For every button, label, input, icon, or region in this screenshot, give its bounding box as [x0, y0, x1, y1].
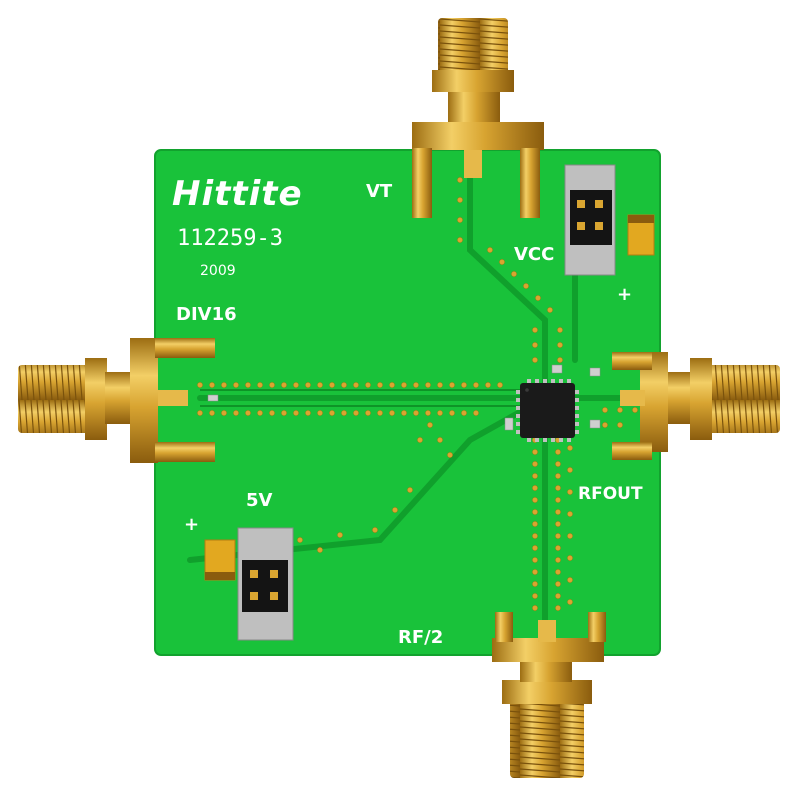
rf-half-label: RF/2	[398, 627, 443, 648]
rfout-label: RFOUT	[578, 484, 643, 504]
via-holes	[197, 177, 638, 611]
sma-connector-top	[412, 18, 544, 218]
sma-connector-left	[18, 338, 215, 463]
plus-top-label: +	[617, 284, 632, 305]
ic-chip	[520, 383, 575, 438]
part-number-label: 112259-3	[177, 226, 283, 251]
capacitor-top	[627, 214, 655, 256]
vt-label: VT	[366, 181, 393, 202]
capacitor-bottom	[204, 539, 236, 581]
sma-connector-bottom	[492, 612, 606, 778]
vcc-label: VCC	[514, 244, 554, 265]
div16-label: DIV16	[176, 304, 237, 325]
plus-bottom-label: +	[184, 514, 199, 535]
five-v-pin-header	[237, 527, 294, 641]
vcc-pin-header	[564, 164, 616, 276]
five-v-label: 5V	[246, 490, 273, 511]
brand-logo: Hittite	[172, 174, 303, 214]
sma-connector-right	[612, 352, 780, 460]
year-label: 2009	[200, 263, 236, 279]
